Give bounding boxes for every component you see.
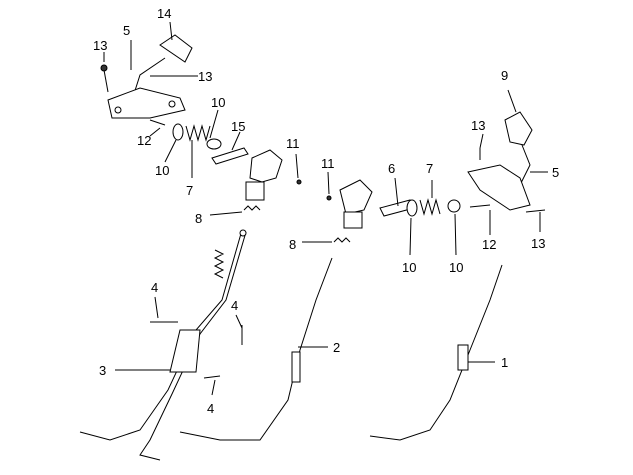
bolt-13-bottom <box>525 209 546 213</box>
callout: 9 <box>501 68 508 83</box>
washer-10-a <box>406 199 418 217</box>
callout: 13 <box>531 236 545 251</box>
callout: 14 <box>157 6 171 21</box>
callout: 5 <box>123 23 130 38</box>
washer-10-top <box>206 138 222 150</box>
pin-15 <box>211 147 249 165</box>
cable-1-assembly <box>369 264 503 441</box>
callout: 11 <box>321 156 335 171</box>
callout: 12 <box>482 237 496 252</box>
cable-1-housing <box>457 344 469 371</box>
callout: 13 <box>471 118 485 133</box>
callout: 13 <box>198 69 212 84</box>
cable-3-housing <box>169 329 201 373</box>
callout: 13 <box>93 38 107 53</box>
callout: 1 <box>501 355 508 370</box>
callout: 2 <box>333 340 340 355</box>
callout: 15 <box>231 119 245 134</box>
pivot-block-left <box>245 181 265 201</box>
callout: 7 <box>426 161 433 176</box>
callout: 12 <box>137 133 151 148</box>
cable-2-assembly <box>179 179 373 441</box>
bolt-12-right <box>469 204 491 208</box>
bracket-hole <box>168 100 176 108</box>
spring-8-right <box>333 237 351 243</box>
lever-bracket-left <box>107 87 186 119</box>
cable-1 <box>369 264 503 441</box>
pivot-bracket-right <box>339 179 373 215</box>
callout: 7 <box>186 183 193 198</box>
leader-lines <box>103 21 548 396</box>
callout: 4 <box>207 401 214 416</box>
callout: 10 <box>155 163 169 178</box>
spring-7-right <box>419 198 441 216</box>
bolt-4-c <box>203 375 221 379</box>
shift-lever-right <box>519 144 531 186</box>
callout: 10 <box>211 95 225 110</box>
callout: 8 <box>289 237 296 252</box>
bolt-head <box>100 64 108 72</box>
callout: 3 <box>99 363 106 378</box>
callout: 10 <box>449 260 463 275</box>
callout: 6 <box>388 161 395 176</box>
shift-knob-right <box>504 111 533 146</box>
clip-11-left <box>296 179 302 185</box>
bolt-12 <box>149 119 166 126</box>
washer-10 <box>172 123 184 141</box>
bracket-hole <box>114 106 122 114</box>
left-shift-lever-assembly <box>100 34 302 211</box>
shift-knob-left <box>159 34 193 63</box>
callout: 10 <box>402 260 416 275</box>
callout: 11 <box>286 136 300 151</box>
clip-11-right <box>326 195 332 201</box>
callout: 5 <box>552 165 559 180</box>
bolt-13-left <box>103 69 109 93</box>
cable-end <box>239 229 247 237</box>
callout-labels: 14 5 13 13 10 12 15 10 7 11 8 11 6 7 9 1… <box>93 6 559 416</box>
washer-10-b <box>447 199 461 213</box>
lever-bracket-right <box>467 164 531 211</box>
spring-8-left <box>243 205 261 211</box>
callout: 8 <box>195 211 202 226</box>
callout: 4 <box>231 298 238 313</box>
cable-2 <box>179 257 333 441</box>
pivot-bracket-left <box>249 149 283 183</box>
callout: 4 <box>151 280 158 295</box>
cable-3a <box>79 229 243 441</box>
cable-3-assembly <box>79 229 247 461</box>
pivot-block-right <box>343 211 363 229</box>
spring-7-left <box>185 124 211 142</box>
cable-3-boot <box>213 249 225 279</box>
cable-2-housing <box>291 351 301 383</box>
cable-3b <box>139 231 247 461</box>
right-shift-lever-assembly <box>379 111 546 217</box>
